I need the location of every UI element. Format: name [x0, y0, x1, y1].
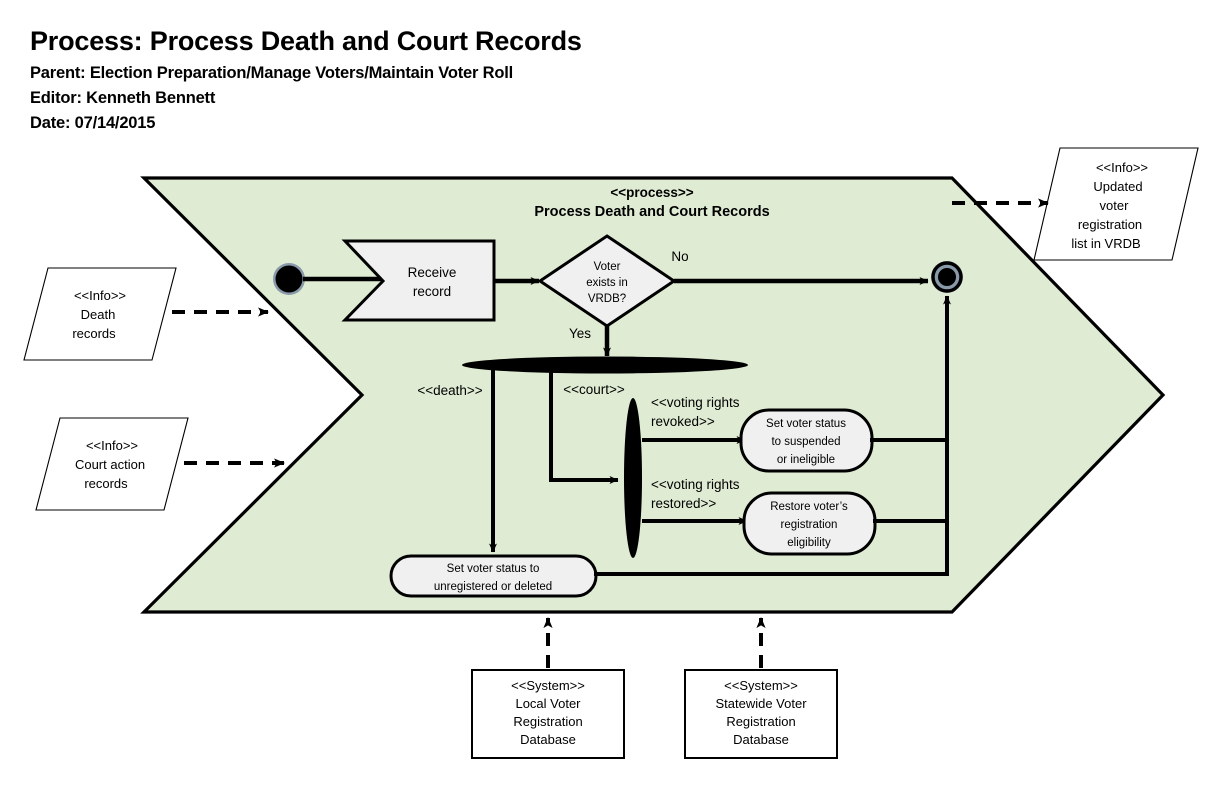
action-receive-record: Receive record — [341, 239, 496, 322]
suspend-line1: Set voter status — [766, 418, 846, 430]
info-court-line1: Court action — [75, 457, 145, 472]
date-label: Date: 07/14/2015 — [30, 114, 156, 132]
label-revoked-line2: revoked>> — [651, 414, 715, 429]
fork-bar-horizontal — [462, 356, 748, 374]
guard-no-label: No — [671, 249, 688, 264]
receive-record-line1: Receive — [408, 265, 457, 280]
process-name-label: Process Death and Court Records — [534, 204, 769, 220]
system-local-line2: Registration — [513, 714, 582, 729]
info-death-line1: Death — [81, 307, 116, 322]
process-stereotype-label: <<process>> — [610, 185, 693, 200]
info-court-line2: records — [84, 476, 128, 491]
unregister-line2: unregistered or deleted — [434, 581, 552, 593]
decision-voter-exists-in-vrdb: Voter exists in VRDB? — [537, 234, 677, 328]
system-local-line1: Local Voter — [515, 696, 581, 711]
info-output-line4: list in VRDB — [1071, 236, 1140, 251]
system-statewide-line2: Registration — [726, 714, 795, 729]
page-title: Process: Process Death and Court Records — [30, 26, 582, 56]
info-death-stereotype: <<Info>> — [74, 288, 126, 303]
fork-bar-vertical — [624, 398, 642, 558]
system-statewide-voter-registration-database: <<System>> Statewide Voter Registration … — [684, 669, 838, 759]
info-death-line2: records — [72, 326, 116, 341]
info-death-records: <<Info>> Death records — [23, 267, 177, 361]
action-set-status-suspended: Set voter status to suspended or ineligi… — [739, 408, 874, 473]
action-set-status-unregistered: Set voter status to unregistered or dele… — [389, 554, 598, 598]
system-statewide-stereotype: <<System>> — [724, 678, 798, 693]
system-local-voter-registration-database: <<System>> Local Voter Registration Data… — [471, 669, 625, 759]
action-restore-eligibility: Restore voter’s registration eligibility — [742, 491, 877, 556]
info-updated-voter-registration-list: <<Info>> Updated voter registration list… — [1033, 147, 1199, 261]
end-node — [931, 261, 963, 293]
parent-path-label: Parent: Election Preparation/Manage Vote… — [30, 64, 514, 82]
label-court-stereotype: <<court>> — [563, 382, 625, 397]
receive-record-line2: record — [413, 284, 451, 299]
suspend-line3: or ineligible — [777, 454, 835, 466]
decision-line3: VRDB? — [588, 293, 626, 305]
restore-line3: eligibility — [787, 537, 831, 549]
info-output-line1: Updated — [1093, 179, 1142, 194]
label-death-stereotype: <<death>> — [417, 383, 482, 398]
system-local-line3: Database — [520, 732, 576, 747]
system-local-stereotype: <<System>> — [511, 678, 585, 693]
decision-line1: Voter — [594, 261, 621, 273]
label-revoked-line1: <<voting rights — [651, 395, 740, 410]
info-output-stereotype: <<Info>> — [1096, 160, 1148, 175]
label-restored-line2: restored>> — [651, 496, 716, 511]
decision-line2: exists in — [586, 277, 628, 289]
restore-line1: Restore voter’s — [770, 501, 848, 513]
info-output-line3: registration — [1078, 217, 1142, 232]
info-output-line2: voter — [1100, 198, 1130, 213]
info-court-action-records: <<Info>> Court action records — [35, 417, 189, 511]
unregister-line1: Set voter status to — [447, 563, 540, 575]
start-node — [273, 263, 305, 295]
flow-court-to-fork2 — [549, 370, 619, 484]
info-court-stereotype: <<Info>> — [86, 438, 138, 453]
system-statewide-line3: Database — [733, 732, 789, 747]
suspend-line2: to suspended — [771, 436, 840, 448]
restore-line2: registration — [781, 519, 838, 531]
editor-label: Editor: Kenneth Bennett — [30, 89, 216, 107]
system-statewide-line1: Statewide Voter — [715, 696, 807, 711]
label-restored-line1: <<voting rights — [651, 477, 740, 492]
guard-yes-label: Yes — [569, 326, 591, 341]
